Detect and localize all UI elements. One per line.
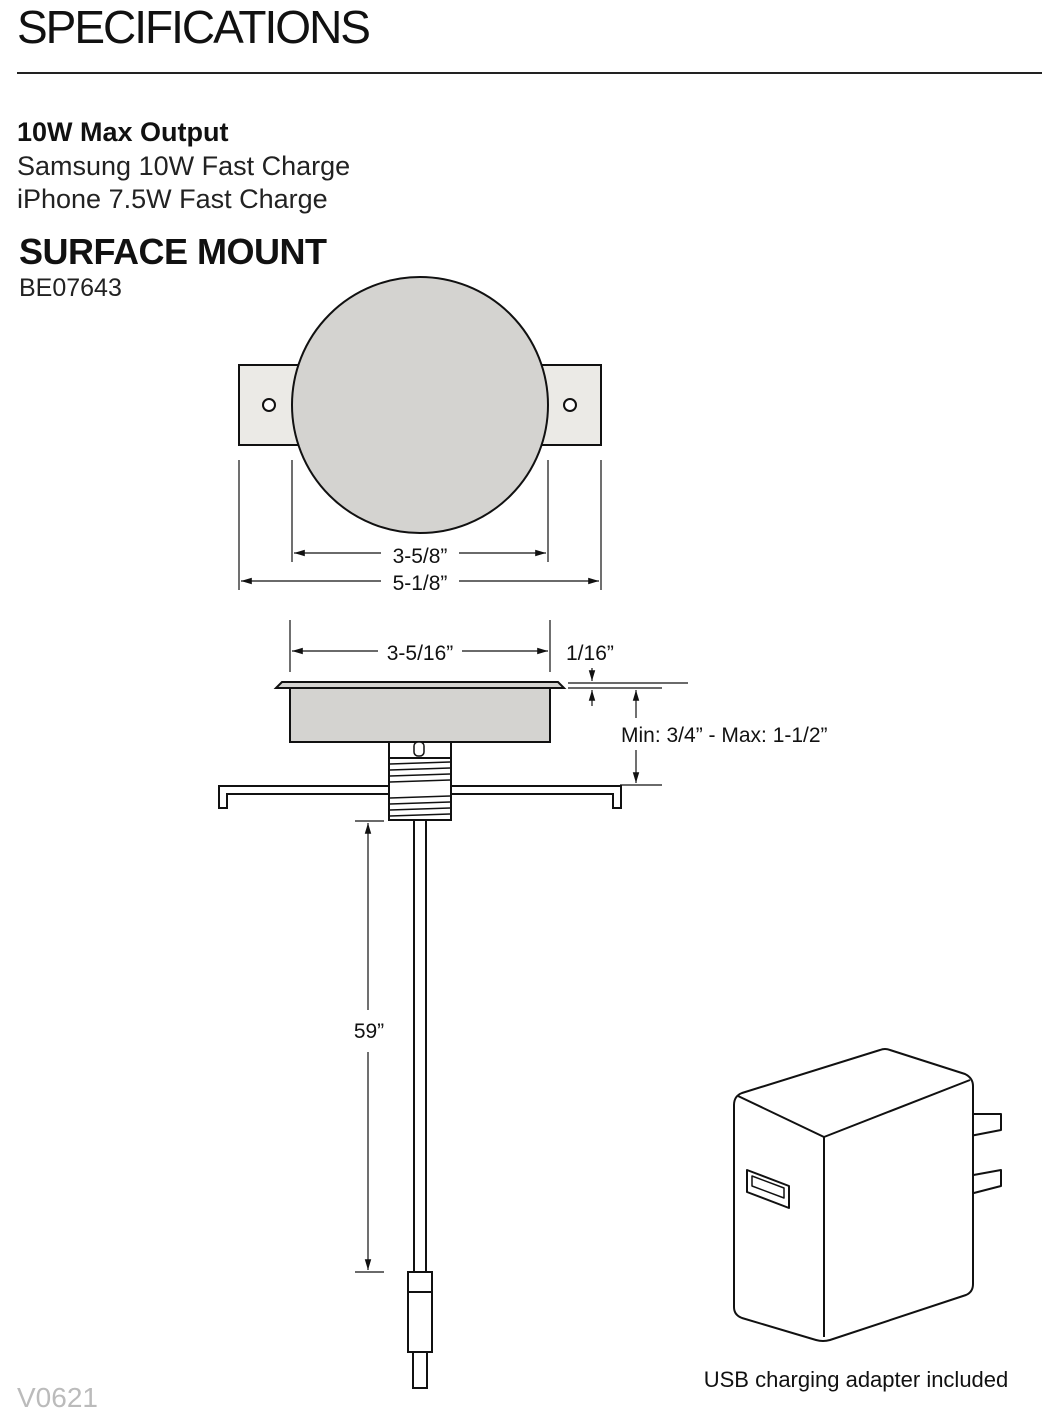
cord-plug <box>412 1351 428 1389</box>
adapter-prong-top <box>968 1113 1002 1137</box>
usb-adapter-drawing <box>733 1048 1002 1342</box>
dim-top-width: 3-5/16” <box>387 642 454 665</box>
threaded-stem <box>388 757 452 821</box>
page-title: SPECIFICATIONS <box>17 1 371 53</box>
title-divider <box>17 72 1042 74</box>
dim-outer-width: 5-1/8” <box>393 572 448 595</box>
dim-inner-diameter: 3-5/8” <box>393 545 448 568</box>
charger-body <box>289 687 551 743</box>
spec-line-samsung: Samsung 10W Fast Charge <box>17 151 351 181</box>
stem-threads <box>389 761 451 817</box>
side-view <box>218 681 622 821</box>
adapter-caption: USB charging adapter included <box>704 1367 1009 1392</box>
dim-cord-length: 59” <box>354 1020 384 1043</box>
dim-lip-thickness: 1/16” <box>566 642 614 665</box>
spec-heading: 10W Max Output <box>17 117 229 147</box>
mounting-hole-right <box>563 398 577 412</box>
spec-line-iphone: iPhone 7.5W Fast Charge <box>17 184 328 214</box>
cord-connector <box>407 1271 433 1353</box>
product-name: SURFACE MOUNT <box>19 231 327 272</box>
surface-bracket <box>218 785 622 809</box>
model-number: BE07643 <box>19 274 122 302</box>
dim-mount-range: Min: 3/4” - Max: 1-1/2” <box>621 724 828 747</box>
adapter-prong-bottom <box>967 1169 1002 1195</box>
document-code: V0621 <box>17 1382 98 1413</box>
charging-pad-top <box>291 276 549 534</box>
top-view <box>238 276 602 534</box>
adapter-front-edge <box>823 1079 971 1138</box>
stem-slot <box>413 741 425 757</box>
power-cord <box>407 820 433 1389</box>
mounting-hole-left <box>262 398 276 412</box>
usb-port <box>746 1169 790 1209</box>
adapter-side-edge <box>737 1095 825 1337</box>
